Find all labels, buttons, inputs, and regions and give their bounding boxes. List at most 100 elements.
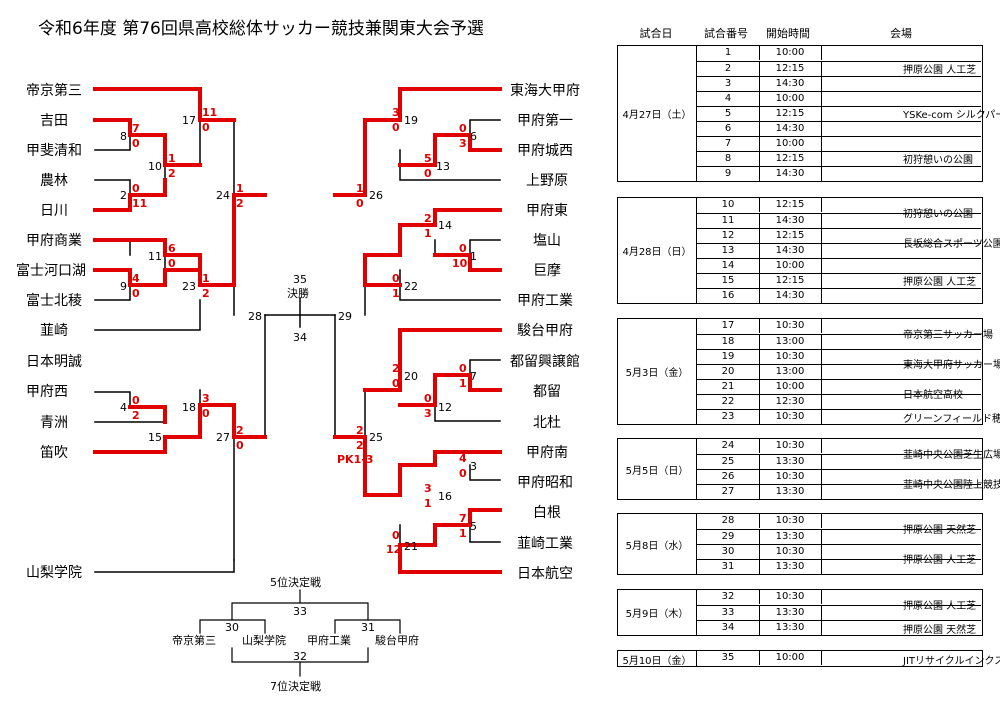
score: 0 [132,182,140,195]
right-team: 都留 [533,384,561,400]
score: 2 [424,212,432,225]
venue: 押原公園 人工芝 [903,277,977,288]
start-time: 10:30 [759,410,822,424]
match-no: 1 [697,46,760,60]
score: 0 [392,377,400,390]
match-no: 10 [697,198,760,212]
left-team: 農林 [40,173,68,189]
score: 1 [424,497,432,510]
placement-team: 駿台甲府 [375,633,419,647]
match-number: 10 [148,160,162,173]
left-team: 青洲 [40,415,68,431]
match-number: 23 [182,280,196,293]
score: 0 [392,272,400,285]
right-team: 甲府南 [526,445,568,461]
venue-divider [899,349,981,350]
venue-divider [899,136,981,137]
start-time: 13:30 [759,485,822,499]
right-team: 駿台甲府 [517,323,573,339]
match-no: 5 [697,107,760,121]
final-label: 決勝 [287,286,309,300]
match-number: 28 [248,310,262,323]
match-no: 23 [697,410,760,424]
score: 2 [356,439,364,452]
placement-team: 山梨学院 [242,633,286,647]
match-no: 28 [697,514,760,528]
left-team: 笛吹 [40,445,68,461]
match-no: 15 [697,274,760,288]
match-no: 33 [697,606,760,620]
start-time: 10:30 [759,470,822,484]
score: 0 [459,467,467,480]
start-time: 14:30 [759,77,822,91]
score: 3 [392,106,400,119]
match-number: 2 [120,189,127,202]
match-number: 13 [436,160,450,173]
match-no: 16 [697,289,760,303]
left-team: 帝京第三 [26,82,82,99]
start-time: 10:30 [759,319,822,333]
match-number: 21 [404,540,418,553]
placement-team: 甲府工業 [307,633,351,647]
match-number: 32 [293,650,307,663]
match-no: 34 [697,621,760,635]
match-no: 3 [697,77,760,91]
venue: JITリサイクルインクスタジアム [903,656,1000,667]
score: 1 [424,227,432,240]
right-team: 巨摩 [533,262,561,279]
match-no: 32 [697,590,760,604]
match-number: 1 [470,250,477,263]
venue-divider [899,258,981,259]
score: 5 [424,152,432,165]
start-time: 10:30 [759,350,822,364]
score: 1 [459,377,467,390]
schedule-date: 4月28日（日） [622,247,692,258]
match-number: 18 [182,401,196,414]
score: 0 [459,362,467,375]
start-time: 10:00 [759,46,822,60]
score: 0 [356,197,364,210]
score: 0 [459,122,467,135]
right-team: 甲府昭和 [517,475,573,491]
match-number: 35 [293,273,307,286]
left-team: 日川 [40,203,68,219]
score: 0 [459,242,467,255]
start-time: 13:30 [759,530,822,544]
tournament-bracket: 帝京第三 吉田 甲斐清和 農林 日川 甲府商業 富士河口湖 富士北稜 韮崎 日本… [16,82,580,693]
score: 0 [392,529,400,542]
venue: 初狩憩いの公園 [903,209,973,220]
right-team: 甲府工業 [517,293,573,309]
start-time: 12:15 [759,229,822,243]
left-team: 甲府西 [26,384,68,400]
page-title: 令和6年度 第76回県高校総体サッカー競技兼関東大会予選 [38,19,484,39]
score: 2 [236,197,244,210]
score: 12 [386,543,401,556]
score: 1 [236,182,244,195]
score: 0 [168,257,176,270]
venue-divider [899,409,981,410]
match-number: 9 [120,280,127,293]
match-no: 9 [697,167,760,181]
score: 0 [132,394,140,407]
match-number: 14 [438,219,452,232]
score: 1 [459,527,467,540]
score: 4 [132,272,140,285]
right-team: 甲府城西 [517,143,573,159]
right-team: 上野原 [526,173,568,189]
match-no: 20 [697,365,760,379]
score: 1 [202,272,210,285]
